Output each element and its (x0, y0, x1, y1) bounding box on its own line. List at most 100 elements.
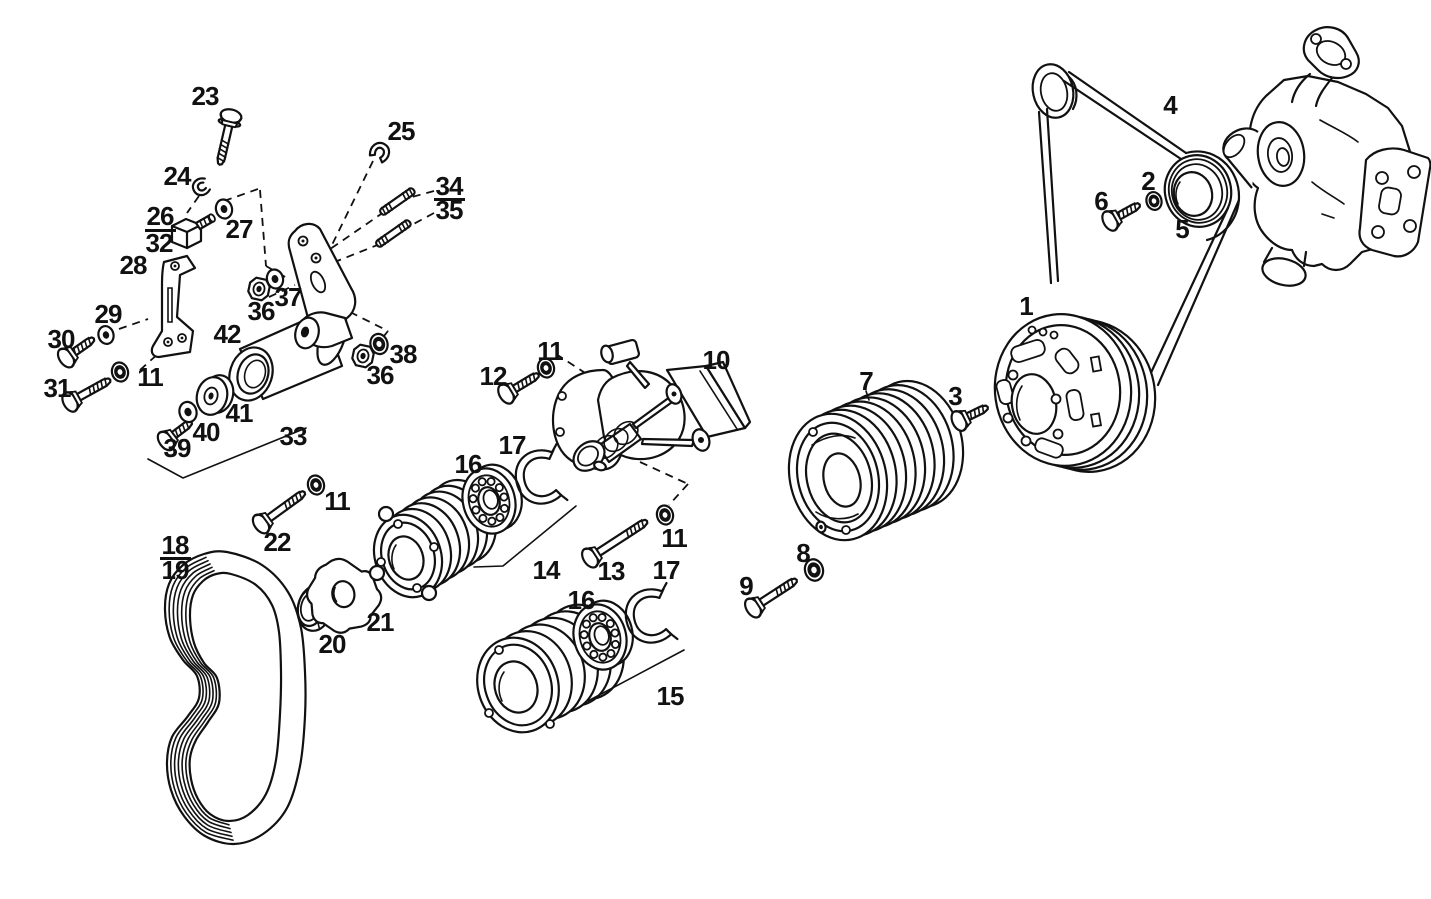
nut-36-upper (247, 276, 271, 302)
callout-11-10[interactable]: 11 (137, 362, 163, 392)
callout-23-0[interactable]: 23 (191, 81, 220, 111)
fraction-bar-0 (145, 229, 176, 232)
pulley-seal-5 (1163, 154, 1233, 228)
callout-11-27[interactable]: 11 (324, 486, 350, 516)
pulley-7-face (795, 421, 881, 535)
washer-11-c (536, 357, 556, 379)
bolt-9 (743, 577, 798, 619)
callout-33-21[interactable]: 33 (279, 421, 308, 451)
callout-30-8[interactable]: 30 (47, 324, 76, 354)
circlip-17-lower (624, 581, 679, 644)
washer-2 (1145, 190, 1163, 212)
bolt-22 (251, 490, 307, 535)
nut-block-26-32 (170, 213, 216, 250)
callout-9-39[interactable]: 9 (739, 571, 754, 601)
callout-41-18[interactable]: 41 (225, 398, 254, 428)
callout-7-41[interactable]: 7 (859, 366, 874, 396)
washer-8 (803, 558, 825, 582)
circlip-25 (368, 141, 391, 164)
callout-17-25[interactable]: 17 (498, 430, 527, 460)
callout-11-35[interactable]: 11 (661, 523, 687, 553)
washer-11-b (306, 474, 326, 496)
callout-2-45[interactable]: 2 (1141, 166, 1156, 196)
water-pump-housing-10 (551, 338, 752, 472)
pulley-15-face (483, 643, 555, 729)
callout-5-47[interactable]: 5 (1175, 214, 1190, 244)
stud-35 (375, 219, 412, 248)
callout-31-9[interactable]: 31 (43, 373, 72, 403)
bolt-39 (156, 419, 194, 452)
belt-4 (1037, 70, 1241, 387)
callout-40-19[interactable]: 40 (192, 417, 221, 447)
callout-16-36[interactable]: 16 (567, 585, 596, 615)
washer-38 (369, 332, 389, 356)
callout-11-23[interactable]: 11 (537, 336, 563, 366)
washer-29 (97, 324, 115, 346)
leader-lines (147, 390, 870, 702)
bolt-3 (950, 404, 989, 432)
callout-25-2[interactable]: 25 (387, 116, 416, 146)
callout-35-12[interactable]: 35 (435, 195, 464, 225)
callout-12-22[interactable]: 12 (479, 361, 508, 391)
callout-39-20[interactable]: 39 (163, 433, 192, 463)
hub-1-face (995, 324, 1122, 459)
callout-36-17[interactable]: 36 (366, 360, 395, 390)
callout-37-13[interactable]: 37 (274, 282, 303, 312)
callout-28-6[interactable]: 28 (119, 250, 148, 280)
tensioner-assembly (150, 141, 416, 416)
callout-27-5[interactable]: 27 (225, 214, 254, 244)
callout-15-38[interactable]: 15 (656, 681, 685, 711)
idler-roller-41 (195, 374, 235, 416)
bearing-16-upper (461, 463, 523, 535)
callout-24-1[interactable]: 24 (163, 161, 192, 191)
stud-34 (379, 187, 416, 216)
bracket-28 (150, 254, 197, 359)
bolt-31 (61, 377, 112, 413)
callout-22-28[interactable]: 22 (263, 527, 292, 557)
callout-6-46[interactable]: 6 (1094, 186, 1109, 216)
callout-18-29[interactable]: 18 (161, 530, 190, 560)
callout-20-31[interactable]: 20 (318, 629, 347, 659)
callout-32-4[interactable]: 32 (145, 228, 174, 258)
flange-plate-21 (305, 557, 383, 634)
tensioner-bracket (287, 222, 357, 350)
callout-1-43[interactable]: 1 (1019, 291, 1034, 321)
callout-34-11[interactable]: 34 (435, 171, 464, 201)
clip-24 (191, 177, 211, 197)
bolt-23 (216, 108, 243, 166)
callout-29-7[interactable]: 29 (94, 299, 123, 329)
bolt-12 (497, 372, 540, 405)
washer-11-d (655, 504, 675, 526)
callout-13-34[interactable]: 13 (597, 556, 626, 586)
pulley-14-face (368, 505, 439, 602)
ribbed-belt-18-19 (163, 550, 307, 846)
engine-water-pump-casting (1222, 26, 1431, 287)
callout-10-24[interactable]: 10 (702, 345, 731, 375)
circlip-17-upper (514, 442, 569, 505)
bolt-13 (580, 518, 649, 569)
v-belt-4-and-pulleys (1031, 63, 1241, 387)
callout-21-32[interactable]: 21 (366, 607, 395, 637)
callout-14-33[interactable]: 14 (532, 555, 561, 585)
bearing-16-lower (572, 599, 634, 671)
callout-36-14[interactable]: 36 (247, 296, 276, 326)
callout-38-16[interactable]: 38 (389, 339, 418, 369)
callout-16-26[interactable]: 16 (454, 449, 483, 479)
callout-26-3[interactable]: 26 (146, 201, 175, 231)
callout-8-40[interactable]: 8 (796, 538, 811, 568)
bolt-30 (56, 336, 96, 369)
bolt-6 (1101, 202, 1141, 232)
callout-4-44[interactable]: 4 (1163, 90, 1178, 120)
ring-8-small (815, 520, 827, 534)
callout-3-42[interactable]: 3 (948, 381, 963, 411)
callout-17-37[interactable]: 17 (652, 555, 681, 585)
fraction-bar-2 (160, 557, 191, 560)
callout-42-15[interactable]: 42 (213, 319, 242, 349)
nut-36-lower (351, 343, 375, 369)
washer-11-a (110, 361, 130, 383)
washer-40 (178, 400, 198, 424)
fraction-bar-1 (434, 198, 465, 201)
callout-19-30[interactable]: 19 (161, 555, 190, 585)
